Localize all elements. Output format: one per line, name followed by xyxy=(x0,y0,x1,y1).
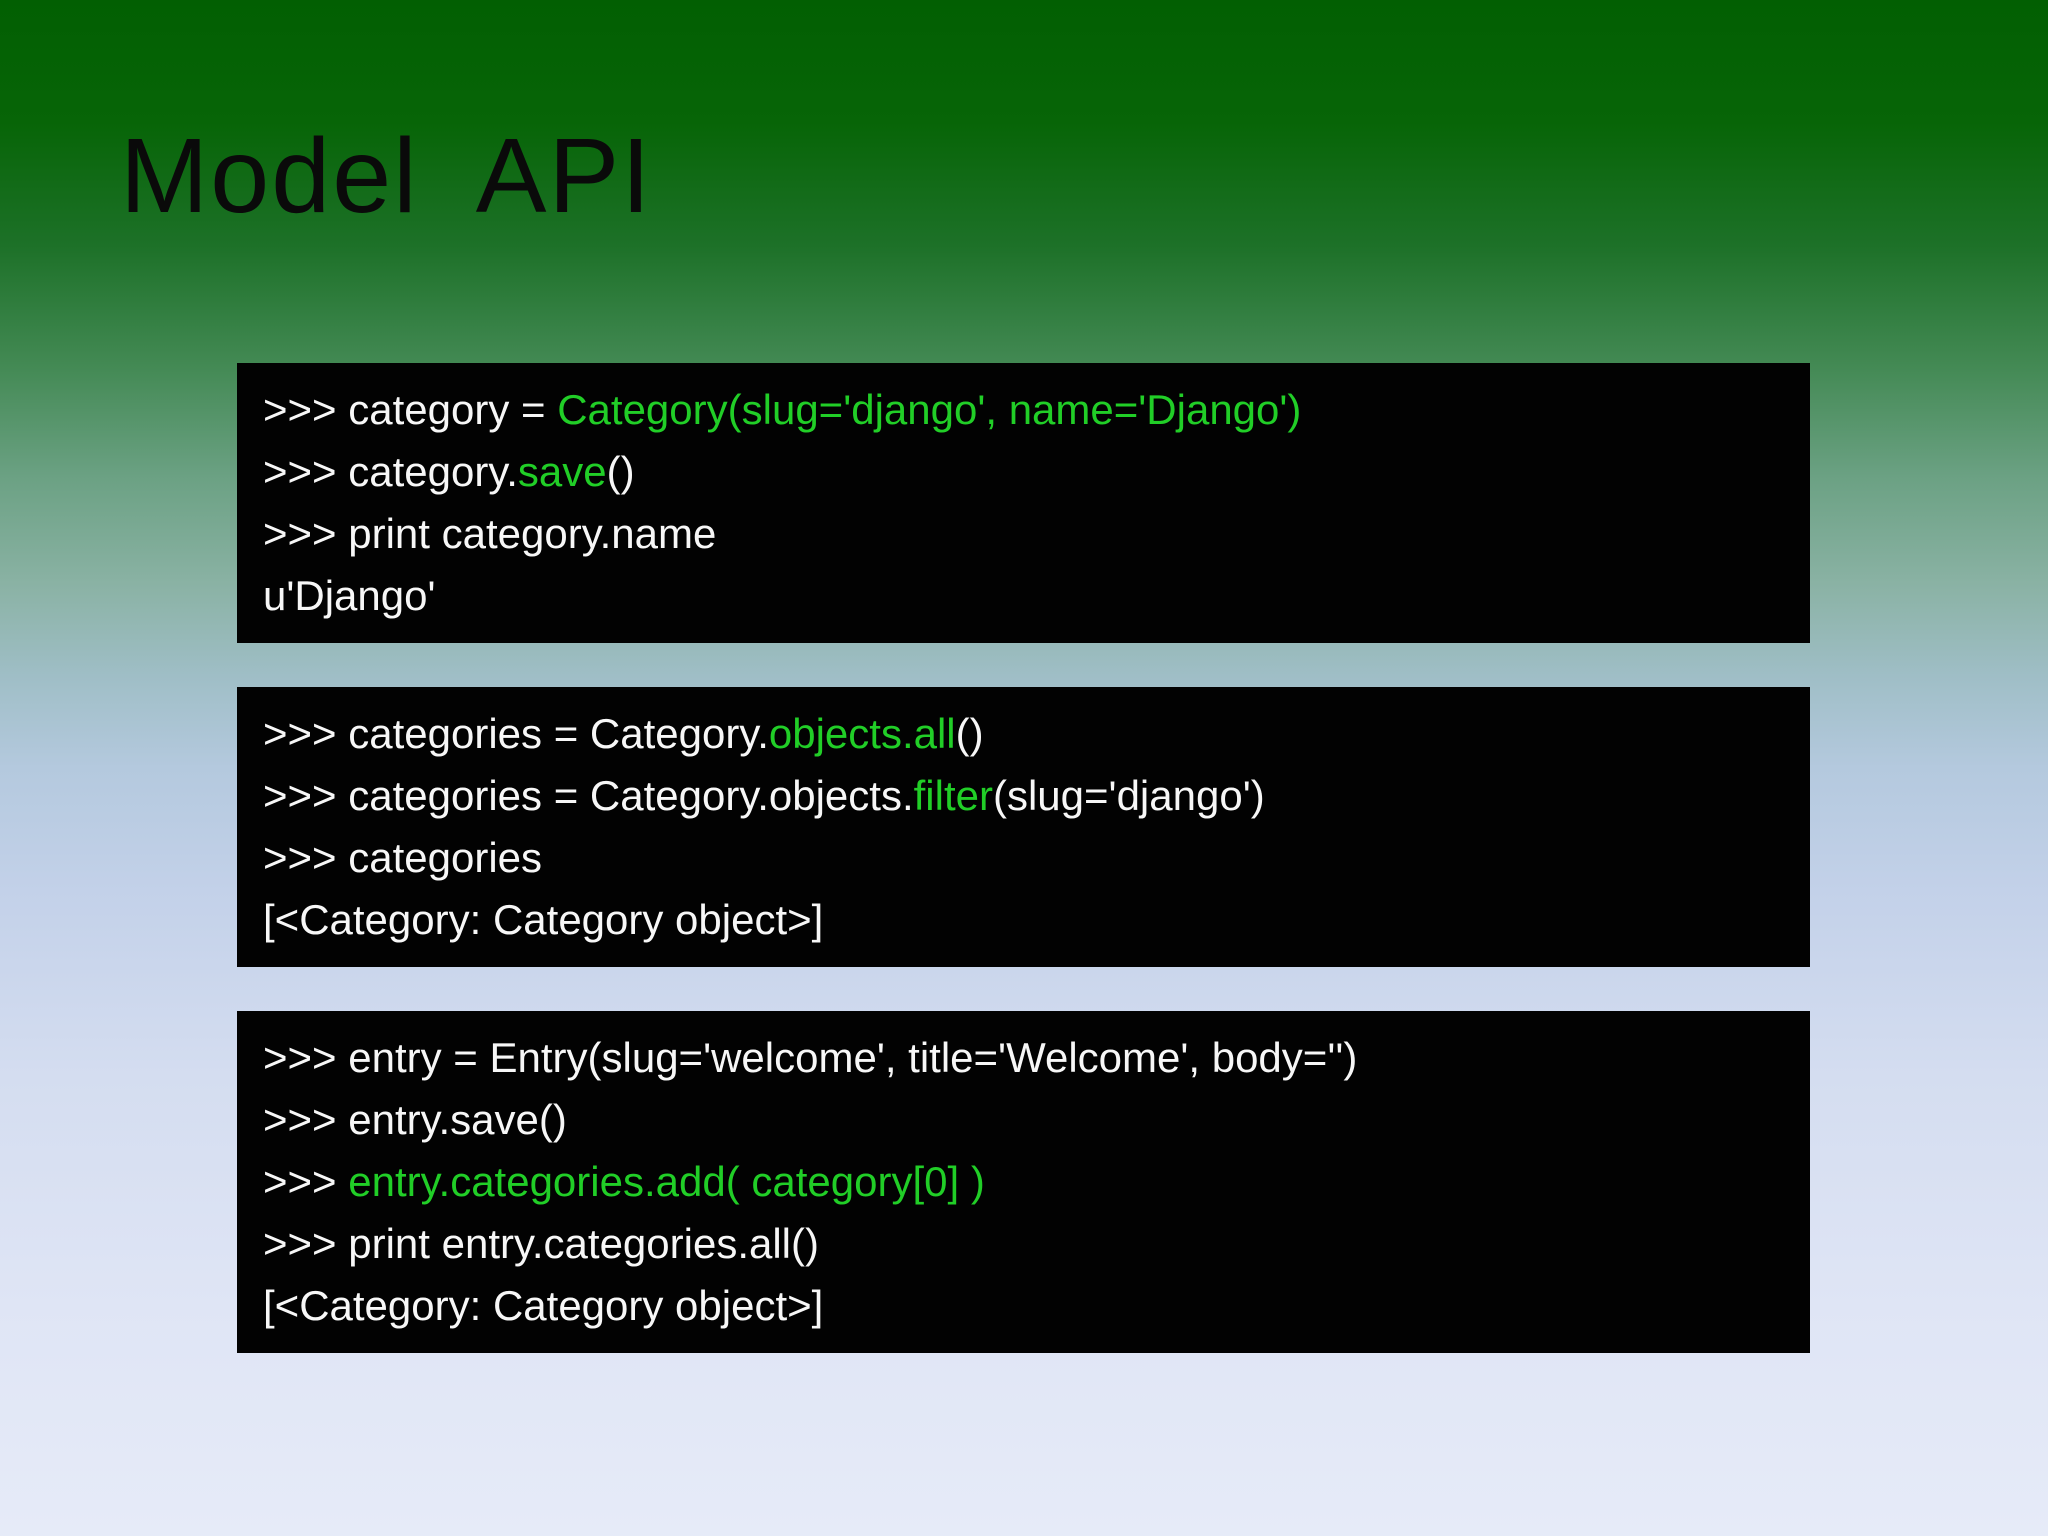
code-blocks: >>> category = Category(slug='django', n… xyxy=(237,363,1810,1353)
code-line: >>> print category.name xyxy=(263,503,1784,565)
code-block-entry-create-and-add-category: >>> entry = Entry(slug='welcome', title=… xyxy=(237,1011,1810,1353)
code-line: >>> entry.categories.add( category[0] ) xyxy=(263,1151,1784,1213)
code-block-category-queries: >>> categories = Category.objects.all()>… xyxy=(237,687,1810,967)
code-segment: u'Django' xyxy=(263,572,436,619)
code-line: >>> category = Category(slug='django', n… xyxy=(263,379,1784,441)
code-line: u'Django' xyxy=(263,565,1784,627)
code-line: >>> entry = Entry(slug='welcome', title=… xyxy=(263,1027,1784,1089)
code-line: >>> categories = Category.objects.filter… xyxy=(263,765,1784,827)
code-segment: [<Category: Category object>] xyxy=(263,896,824,943)
code-line: >>> print entry.categories.all() xyxy=(263,1213,1784,1275)
code-segment: >>> entry = Entry(slug='welcome', title=… xyxy=(263,1034,1358,1081)
code-line: >>> categories = Category.objects.all() xyxy=(263,703,1784,765)
code-segment: save xyxy=(517,448,607,495)
code-segment: objects.all xyxy=(768,710,956,757)
code-segment: () xyxy=(606,448,635,495)
code-segment: Category(slug='django', name='Django') xyxy=(557,386,1302,433)
code-segment: >>> print entry.categories.all() xyxy=(263,1220,819,1267)
code-segment: >>> category = xyxy=(263,386,558,433)
code-line: >>> categories xyxy=(263,827,1784,889)
code-line: [<Category: Category object>] xyxy=(263,1275,1784,1337)
code-segment: (slug='django') xyxy=(992,772,1265,819)
code-segment: filter xyxy=(913,772,993,819)
code-segment: >>> categories xyxy=(263,834,543,881)
slide-title: Model API xyxy=(120,117,653,235)
code-segment: >>> entry.save() xyxy=(263,1096,567,1143)
code-line: >>> entry.save() xyxy=(263,1089,1784,1151)
code-block-category-create-and-save: >>> category = Category(slug='django', n… xyxy=(237,363,1810,643)
code-line: [<Category: Category object>] xyxy=(263,889,1784,951)
code-line: >>> category.save() xyxy=(263,441,1784,503)
code-segment: >>> xyxy=(263,1158,349,1205)
code-segment: >>> category. xyxy=(263,448,518,495)
code-segment: >>> print category.name xyxy=(263,510,717,557)
code-segment: [<Category: Category object>] xyxy=(263,1282,824,1329)
code-segment: entry.categories.add( category[0] ) xyxy=(348,1158,985,1205)
code-segment: >>> categories = Category. xyxy=(263,710,769,757)
code-segment: >>> categories = Category.objects. xyxy=(263,772,914,819)
code-segment: () xyxy=(955,710,984,757)
